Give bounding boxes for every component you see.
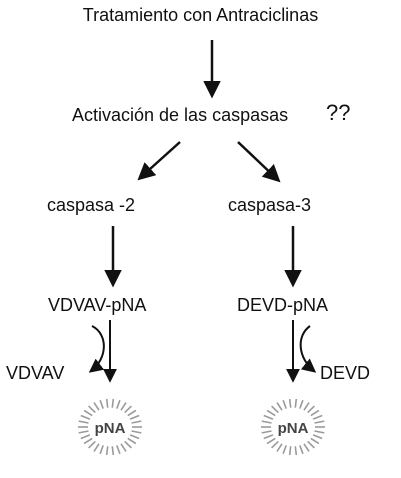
burst-ray [78,420,89,424]
burst-ray [99,445,104,455]
product-label-left: pNA [95,420,126,437]
peptide-label-right: DEVD [320,363,371,383]
burst-ray [111,446,115,456]
burst-ray [303,443,310,452]
burst-ray [288,446,292,456]
burst-ray [124,405,132,414]
burst-ray [83,409,93,417]
burst-ray [105,446,109,456]
activation-question-marks: ?? [326,100,351,125]
burst-ray [310,409,320,417]
burst-ray [310,437,320,445]
burst-ray [80,434,91,440]
product-label-right: pNA [278,420,309,437]
burst-ray [271,405,279,414]
burst-ray [124,440,132,449]
diagram-title: Tratamiento con Antraciclinas [82,5,319,25]
arrow-to-caspasa-2 [137,141,181,181]
burst-ray [294,446,298,456]
burst-ray [312,434,323,440]
burst-ray [99,399,104,409]
burst-ray [282,445,287,455]
burst-ray [294,398,298,408]
burst-ray [312,414,323,420]
pna-burst-right [261,398,325,456]
burst-ray [111,398,115,408]
arrow-to-caspasa-3 [237,141,281,183]
enzyme-label-left: caspasa -2 [47,195,136,215]
burst-ray [78,430,89,434]
burst-ray [127,409,137,417]
burst-ray [263,434,274,440]
burst-ray [88,440,96,449]
substrate-label-left: VDVAV-pNA [48,295,147,315]
burst-ray [314,430,325,434]
burst-ray [93,402,100,411]
burst-ray [116,399,121,409]
burst-ray [282,399,287,409]
burst-ray [299,399,304,409]
burst-ray [83,437,93,445]
burst-ray [129,434,140,440]
burst-ray [307,405,315,414]
burst-ray [88,405,96,414]
burst-ray [127,437,137,445]
substrate-label-right: DEVD-pNA [237,295,329,315]
burst-ray [263,414,274,420]
pna-burst-left [78,398,142,456]
burst-ray [276,443,283,452]
arrow-right-release [299,325,317,373]
peptide-label-left: VDVAV [6,363,65,383]
burst-ray [299,445,304,455]
burst-ray [129,414,140,420]
burst-ray [116,445,121,455]
burst-ray [105,398,109,408]
burst-ray [314,420,325,424]
arrow-left-release [88,325,105,373]
burst-ray [266,437,276,445]
burst-ray [307,440,315,449]
burst-ray [93,443,100,452]
burst-ray [303,402,310,411]
burst-ray [131,420,142,424]
burst-ray [288,398,292,408]
activation-label: Activación de las caspasas [72,105,289,125]
burst-ray [261,420,272,424]
burst-ray [276,402,283,411]
enzyme-label-right: caspasa-3 [228,195,312,215]
burst-ray [266,409,276,417]
burst-ray [120,443,127,452]
burst-ray [271,440,279,449]
burst-ray [131,430,142,434]
burst-ray [120,402,127,411]
burst-ray [80,414,91,420]
burst-ray [261,430,272,434]
